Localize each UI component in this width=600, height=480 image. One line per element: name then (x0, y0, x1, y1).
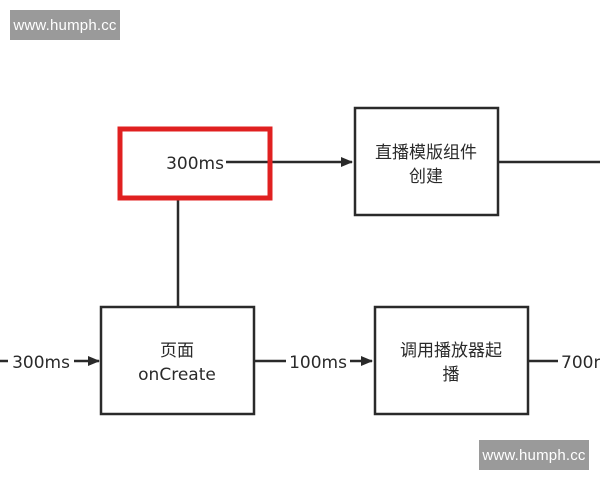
to-player-delay-label: 100ms (289, 353, 347, 373)
player-start-node (373, 305, 530, 416)
player-start-label-line2: 播 (443, 365, 460, 385)
highlight-box (117, 126, 273, 201)
watermark-bottom: www.humph.cc (479, 440, 589, 470)
input-delay-label: 300ms (12, 353, 70, 373)
page-oncreate-label-line1: 页面 (160, 341, 194, 361)
page-oncreate-node (99, 305, 256, 416)
live-template-label-line1: 直播模版组件 (375, 143, 477, 163)
player-out-delay-label: 700ms (561, 353, 600, 373)
player-start-label-line1: 调用播放器起 (400, 341, 502, 361)
page-oncreate-label-line2: onCreate (138, 365, 216, 385)
watermark-top: www.humph.cc (10, 10, 120, 40)
highlighted-delay-label: 300ms (166, 154, 224, 174)
live-template-label-line2: 创建 (409, 167, 443, 187)
watermark-text: www.humph.cc (13, 16, 117, 34)
live-template-node (353, 106, 500, 217)
watermark-text: www.humph.cc (482, 446, 586, 464)
